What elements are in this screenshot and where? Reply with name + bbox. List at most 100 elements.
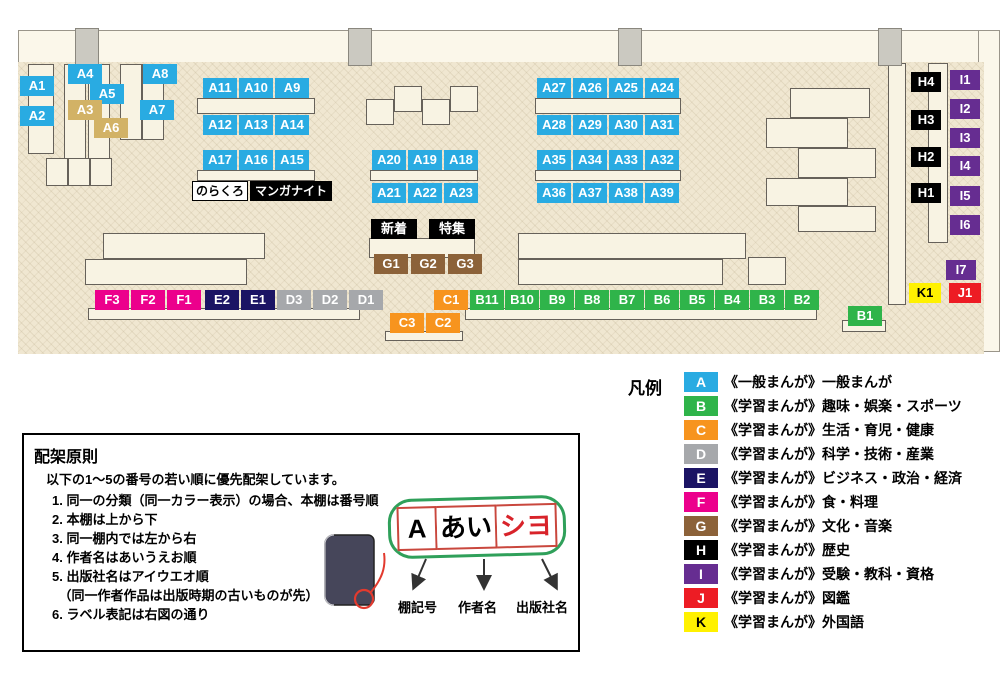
legend-label: 受験・教科・資格	[822, 566, 934, 582]
legend-label: 食・料理	[822, 494, 878, 510]
shelf-block	[197, 98, 315, 114]
shelf-block	[385, 331, 463, 341]
legend-label: 一般まんが	[822, 374, 892, 390]
legend-item-F: F 《学習まんが》食・料理	[684, 490, 994, 514]
shelf-label-I3: I3	[950, 128, 980, 148]
label-position-circle	[353, 588, 375, 610]
legend-item-I: I 《学習まんが》受験・教科・資格	[684, 562, 994, 586]
shelf-label-D3: D3	[277, 290, 311, 310]
shelf-label-A15: A15	[275, 150, 309, 170]
shelf-label-A31: A31	[645, 115, 679, 135]
shelf-label-I1: I1	[950, 70, 980, 90]
legend-chip-A: A	[684, 372, 718, 392]
shelf-block	[798, 148, 876, 178]
shelf-block	[518, 233, 746, 259]
shelf-label-A8: A8	[143, 64, 177, 84]
shelf-label-G1: G1	[374, 254, 408, 274]
shelf-label-I5: I5	[950, 186, 980, 206]
shelf-block	[90, 158, 112, 186]
shelf-label-F2: F2	[131, 290, 165, 310]
shelf-label-H3: H3	[911, 110, 941, 130]
legend-item-A: A 《一般まんが》一般まんが	[684, 370, 994, 394]
legend-label: 図鑑	[822, 590, 850, 606]
arrow-shelf-code	[411, 558, 427, 591]
shelf-block	[68, 158, 90, 186]
shelf-label-A35: A35	[537, 150, 571, 170]
legend-category: 《学習まんが》	[724, 566, 822, 582]
shelf-label-C3: C3	[390, 313, 424, 333]
rule-line: 3. 同一棚内では左から右	[52, 531, 197, 546]
shelf-label-B4: B4	[715, 290, 749, 310]
shelf-label-A5: A5	[90, 84, 124, 104]
shelf-label-I6: I6	[950, 215, 980, 235]
legend-item-B: B《学習まんが》趣味・娯楽・スポーツ	[684, 394, 994, 418]
principles-intro: 以下の1〜5の番号の若い順に優先配架しています。	[46, 472, 345, 487]
legend-category: 《学習まんが》	[724, 470, 822, 486]
shelf-label-B8: B8	[575, 290, 609, 310]
legend-category: 《学習まんが》	[724, 446, 822, 462]
legend-category: 《学習まんが》	[724, 494, 822, 510]
principles-title: 配架原則	[34, 449, 99, 466]
shelf-block	[748, 257, 786, 285]
shelf-label-A2: A2	[20, 106, 54, 126]
shelf-label-A22: A22	[408, 183, 442, 203]
legend-category: 《一般まんが》	[724, 374, 822, 390]
legend-label: 外国語	[822, 614, 864, 630]
shelf-label-A29: A29	[573, 115, 607, 135]
shelf-label-A4: A4	[68, 64, 102, 84]
legend-chip-C: C	[684, 420, 718, 440]
shelf-block	[790, 88, 870, 118]
rule-line: （同一作者作品は出版時期の古いものが先）	[52, 588, 319, 603]
shelf-label-新着: 新着	[371, 219, 417, 239]
principles-panel: 配架原則 以下の1〜5の番号の若い順に優先配架しています。 1. 同一の分類（同…	[22, 433, 580, 652]
shelf-label-A7: A7	[140, 100, 174, 120]
label-author-name: あい	[436, 504, 498, 551]
legend-category: 《学習まんが》	[724, 422, 822, 438]
legend-chip-I: I	[684, 564, 718, 584]
shelf-label-A28: A28	[537, 115, 571, 135]
legend-chip-B: B	[684, 396, 718, 416]
shelf-label-A37: A37	[573, 183, 607, 203]
shelf-label-A21: A21	[372, 183, 406, 203]
shelf-label-A38: A38	[609, 183, 643, 203]
pillar	[348, 28, 372, 66]
shelf-block	[798, 206, 876, 232]
shelf-label-H4: H4	[911, 72, 941, 92]
legend-category: 《学習まんが》	[724, 398, 822, 414]
shelf-label-A10: A10	[239, 78, 273, 98]
shelf-block	[518, 259, 723, 285]
shelf-label-E2: E2	[205, 290, 239, 310]
legend-label: 歴史	[822, 542, 850, 558]
shelf-label-B10: B10	[505, 290, 539, 310]
legend-label: 生活・育児・健康	[822, 422, 934, 438]
shelf-label-I4: I4	[950, 156, 980, 176]
book-body	[324, 534, 375, 606]
shelf-label-A25: A25	[609, 78, 643, 98]
shelf-label-F3: F3	[95, 290, 129, 310]
shelf-label-E1: E1	[241, 290, 275, 310]
shelf-label-D2: D2	[313, 290, 347, 310]
shelf-block	[46, 158, 68, 186]
label-publisher-name: シヨ	[496, 502, 558, 549]
top-wall	[18, 30, 984, 63]
shelf-label-A18: A18	[444, 150, 478, 170]
legend-item-C: C 《学習まんが》生活・育児・健康	[684, 418, 994, 442]
shelf-label-K1: K1	[909, 283, 941, 303]
shelf-label-A39: A39	[645, 183, 679, 203]
shelf-label-I2: I2	[950, 99, 980, 119]
shelf-label-A34: A34	[573, 150, 607, 170]
shelf-label-A33: A33	[609, 150, 643, 170]
legend-chip-F: F	[684, 492, 718, 512]
shelf-label-A16: A16	[239, 150, 273, 170]
shelf-label-A24: A24	[645, 78, 679, 98]
caption-author: 作者名	[458, 600, 498, 615]
legend-label: 文化・音楽	[822, 518, 892, 534]
rule-line: 6. ラベル表記は右図の通り	[52, 607, 210, 622]
label-example: A あい シヨ	[387, 494, 567, 560]
legend-chip-E: E	[684, 468, 718, 488]
shelf-label-マンガナイト: マンガナイト	[250, 181, 332, 201]
legend-label: 科学・技術・産業	[822, 446, 934, 462]
shelf-label-A13: A13	[239, 115, 273, 135]
shelf-label-D1: D1	[349, 290, 383, 310]
